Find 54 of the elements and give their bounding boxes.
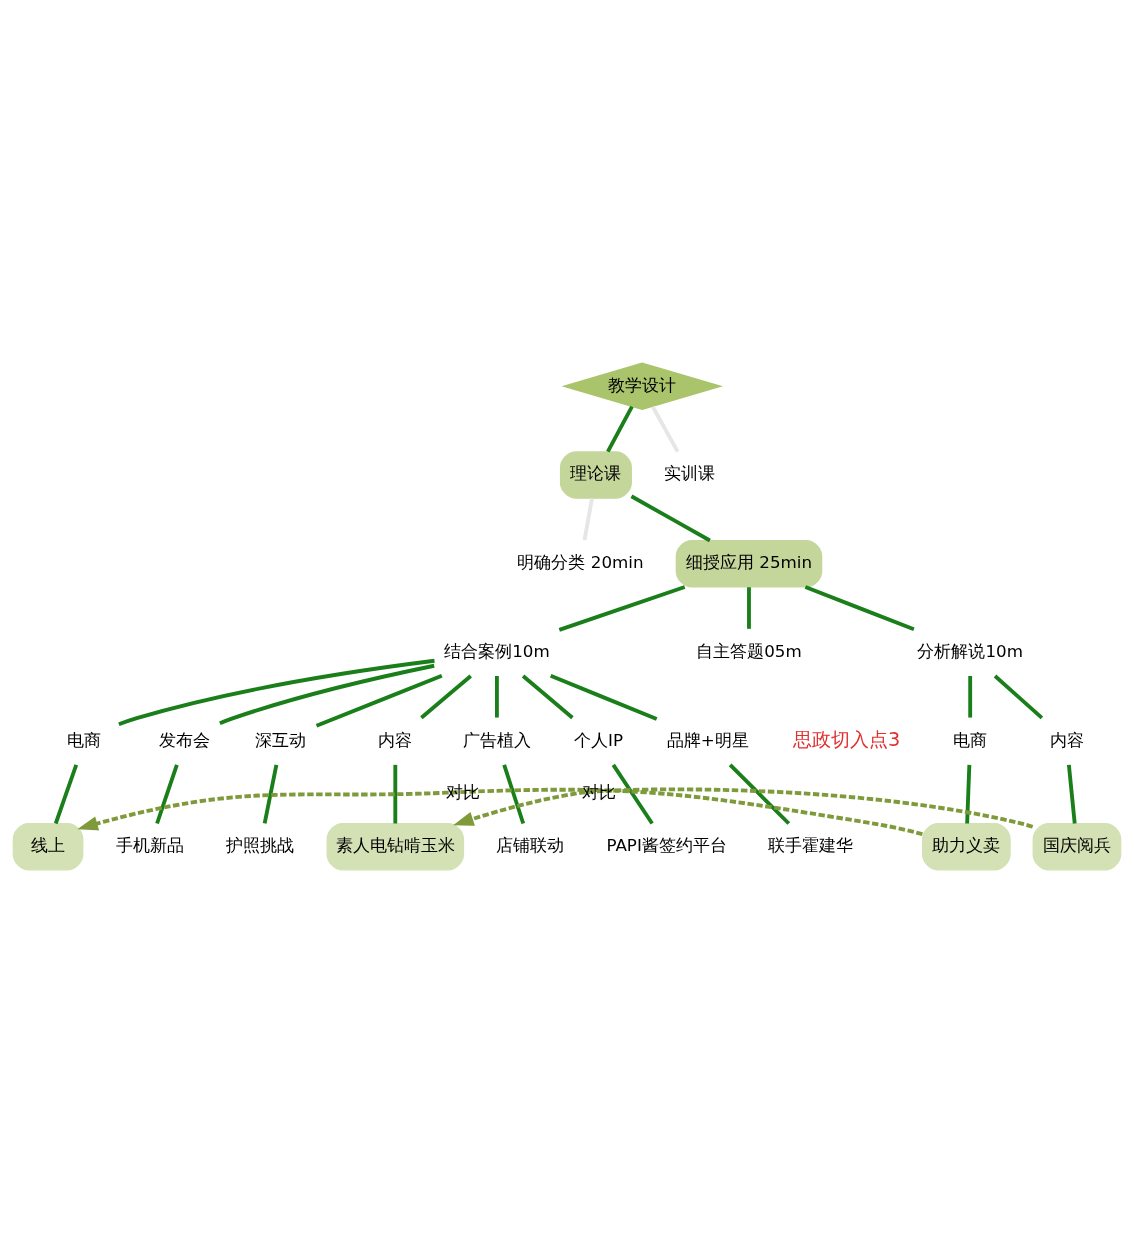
arrow bbox=[453, 787, 1034, 829]
node-box: 理论课 bbox=[559, 451, 632, 499]
node-box: 细授应用 25min bbox=[675, 539, 823, 588]
connector bbox=[651, 405, 680, 453]
connector bbox=[495, 676, 499, 718]
node-text: 内容 bbox=[378, 729, 413, 750]
connector bbox=[393, 764, 398, 824]
node-text: 联手霍建华 bbox=[768, 835, 854, 856]
connector bbox=[804, 585, 915, 632]
node-text: 明确分类 20min bbox=[517, 552, 644, 573]
connector bbox=[118, 658, 435, 727]
connector bbox=[611, 763, 654, 825]
connector bbox=[747, 587, 751, 629]
node-text: 个人IP bbox=[574, 729, 624, 750]
node-text: 结合案例10m bbox=[444, 640, 550, 661]
arrow bbox=[77, 787, 923, 836]
node-text: 自主答题05m bbox=[696, 640, 802, 661]
connector bbox=[993, 674, 1044, 720]
connector bbox=[630, 494, 711, 543]
node-text: PAPI酱签约平台 bbox=[606, 835, 727, 856]
connector bbox=[582, 498, 594, 541]
node-diamond: 教学设计 bbox=[561, 362, 723, 411]
node-text: 分析解说10m bbox=[917, 640, 1023, 661]
connector bbox=[965, 764, 972, 824]
connector bbox=[521, 674, 574, 720]
connector bbox=[968, 676, 973, 718]
node-text: 手机新品 bbox=[115, 835, 184, 856]
connector bbox=[315, 673, 443, 728]
connector bbox=[53, 764, 79, 825]
node-box: 助力义卖 bbox=[921, 822, 1011, 871]
node-text: 电商 bbox=[953, 729, 988, 750]
node-text: 内容 bbox=[1049, 729, 1084, 750]
connector bbox=[1066, 764, 1077, 824]
node-text: 店铺联动 bbox=[496, 835, 565, 856]
connector bbox=[606, 405, 634, 453]
node-text: 品牌+明星 bbox=[666, 729, 749, 750]
node-text: 广告植入 bbox=[462, 729, 531, 750]
node-box: 线上 bbox=[12, 822, 84, 871]
connector bbox=[728, 763, 791, 825]
node-text: 深互动 bbox=[255, 729, 307, 750]
node-text: 护照挑战 bbox=[226, 835, 295, 856]
node-text: 电商 bbox=[67, 729, 102, 750]
node-text: 实训课 bbox=[664, 463, 716, 484]
connector bbox=[219, 663, 435, 725]
connector bbox=[502, 764, 526, 825]
node-box: 素人电钻啃玉米 bbox=[326, 822, 465, 871]
connector bbox=[558, 585, 686, 632]
connector bbox=[262, 764, 279, 824]
connector bbox=[155, 764, 179, 825]
connector bbox=[420, 674, 472, 720]
node-box: 国庆阅兵 bbox=[1032, 822, 1122, 871]
label: 思政切入点3 bbox=[793, 727, 901, 751]
node-text: 发布会 bbox=[158, 729, 210, 750]
connector bbox=[549, 673, 658, 721]
